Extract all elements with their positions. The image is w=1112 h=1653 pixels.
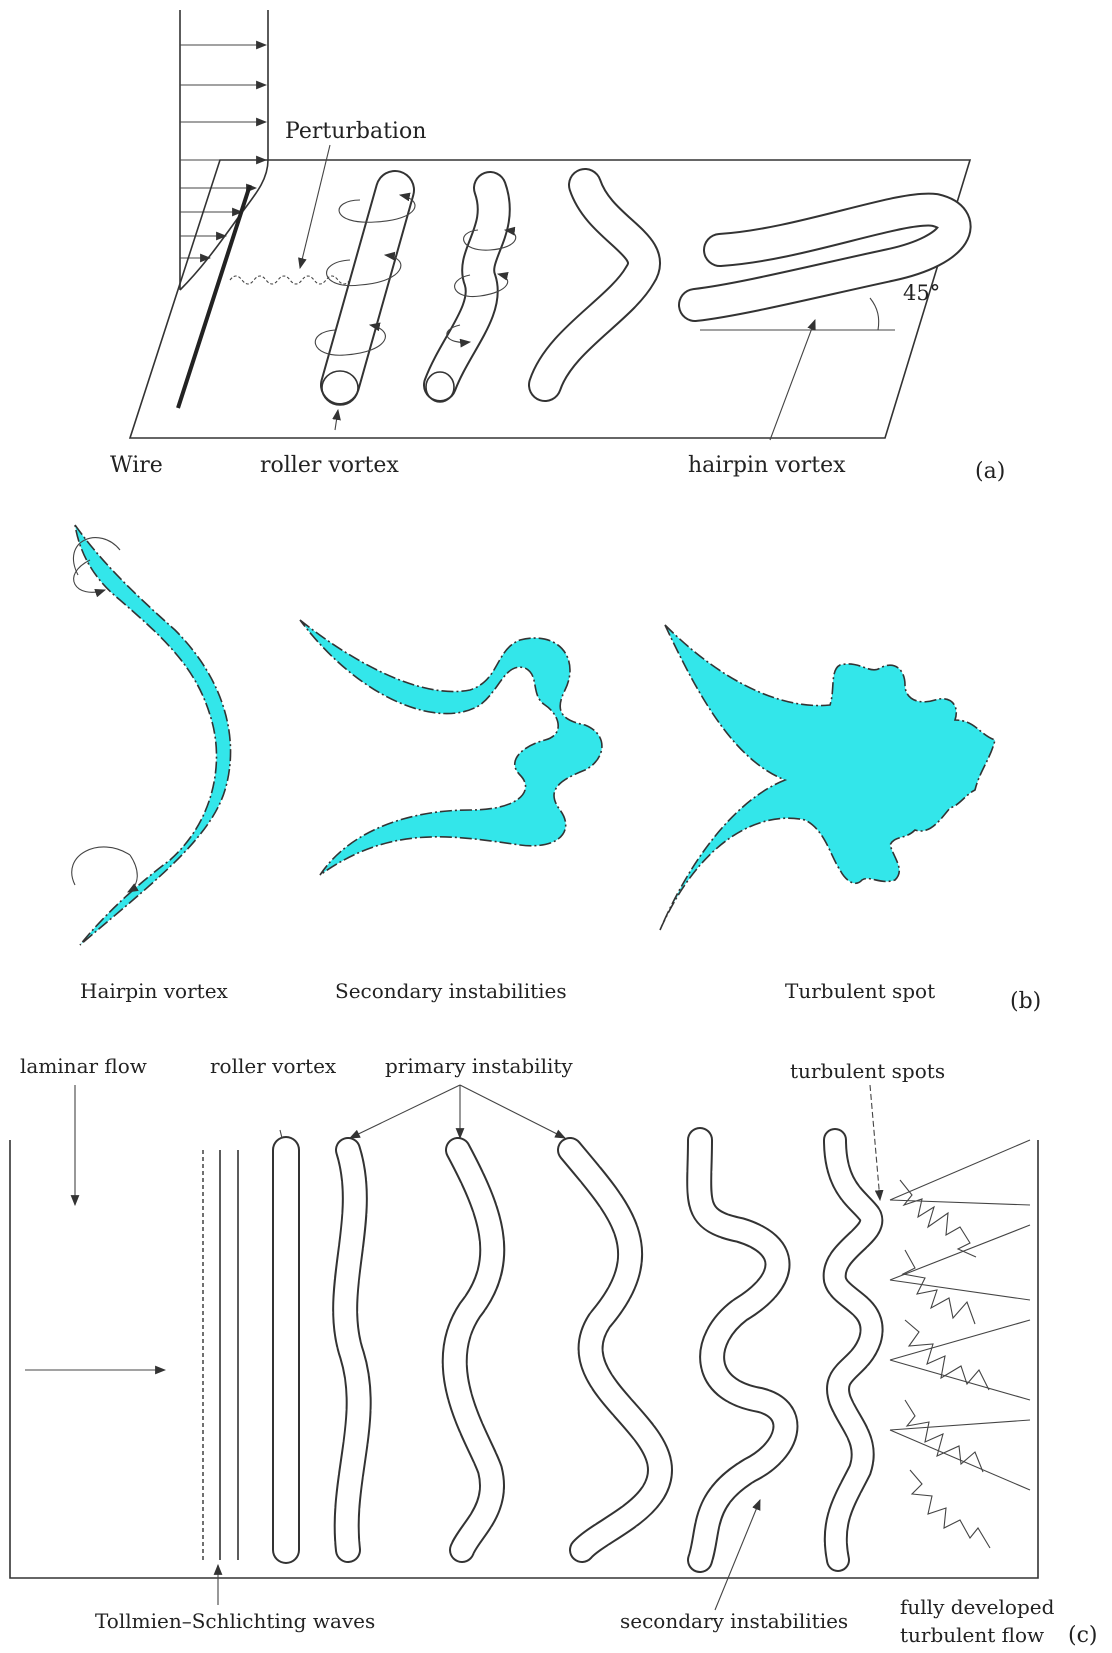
primary-instability-tubes	[345, 1150, 660, 1550]
cyan-hairpin-vortex	[75, 525, 231, 945]
roller-vortex-c	[280, 1130, 286, 1550]
hairpin-vortex-b-label: Hairpin vortex	[80, 979, 229, 1003]
panel-a: Perturbation Wire roller vortex hairpin …	[110, 10, 1005, 484]
panel-a-tag: (a)	[975, 459, 1005, 484]
wire	[178, 185, 250, 408]
fully-developed-label-1: fully developed	[900, 1595, 1055, 1619]
panel-c-tag: (c)	[1068, 1623, 1098, 1648]
panel-b-tag: (b)	[1010, 989, 1041, 1014]
hairpin-vortex-label: hairpin vortex	[688, 453, 846, 478]
cyan-turbulent-spot	[660, 625, 995, 930]
wire-label: Wire	[110, 453, 163, 478]
angle-label: 45°	[903, 281, 940, 305]
bent-vortex	[545, 185, 644, 385]
perturbation-wave	[230, 276, 350, 284]
primary-instability-label: primary instability	[385, 1054, 573, 1078]
turbulent-spots-label: turbulent spots	[790, 1059, 945, 1083]
hairpin-vortex-shape	[695, 210, 955, 440]
turbulent-spots-region	[835, 1085, 1030, 1560]
wavy-roller-vortex	[426, 188, 516, 402]
secondary-instabilities-b-label: Secondary instabilities	[335, 979, 567, 1003]
turbulent-spot-label: Turbulent spot	[785, 979, 935, 1003]
flow-domain-frame	[10, 1140, 1038, 1578]
secondary-instabilities-tube	[699, 1140, 785, 1610]
roller-vortex-c-label: roller vortex	[210, 1054, 337, 1078]
fully-developed-label-2: turbulent flow	[900, 1623, 1044, 1647]
secondary-instabilities-c-label: secondary instabilities	[620, 1609, 848, 1633]
roller-vortex	[315, 190, 415, 430]
tollmien-schlichting-waves	[203, 1150, 238, 1605]
panel-b: Hairpin vortex Secondary instabilities T…	[72, 525, 1042, 1014]
perturbation-label: Perturbation	[285, 119, 426, 144]
laminar-flow-label: laminar flow	[20, 1054, 147, 1078]
panel-c: laminar flow roller vortex primary insta…	[10, 1054, 1098, 1648]
tollmien-schlichting-label: Tollmien–Schlichting waves	[95, 1609, 375, 1633]
velocity-profile	[180, 10, 268, 290]
roller-vortex-label: roller vortex	[260, 453, 399, 478]
cyan-secondary-instabilities	[300, 620, 602, 875]
